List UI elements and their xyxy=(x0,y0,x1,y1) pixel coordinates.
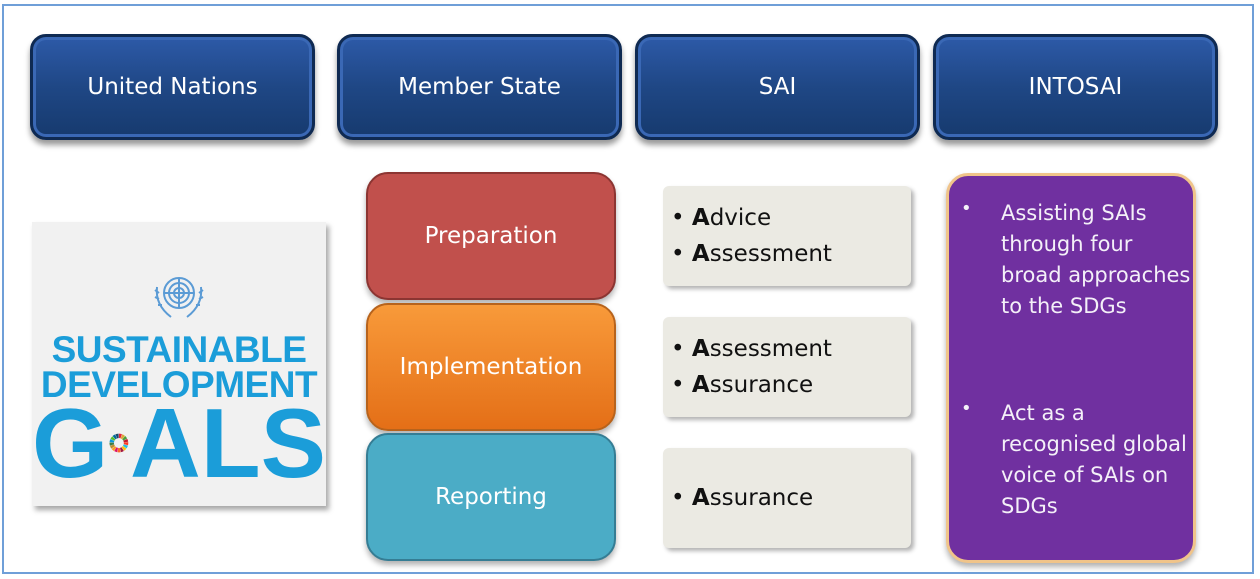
wheel-segment xyxy=(115,433,119,439)
sai-item-assurance: • Assurance xyxy=(671,372,814,398)
wheel-segment xyxy=(117,447,121,453)
sai-item-assessment: • Assessment xyxy=(671,336,832,362)
stage-reporting: Reporting xyxy=(366,433,616,561)
un-emblem-icon xyxy=(154,277,204,318)
bullet: • xyxy=(961,398,972,419)
wheel-segment xyxy=(110,436,116,441)
header-intosai: INTOSAI xyxy=(933,34,1218,140)
logo-goals: G ALS xyxy=(32,394,326,492)
wheel-segment xyxy=(123,442,129,446)
logo-development: DEVELOPMENT xyxy=(40,364,318,405)
sdg-logo: SUSTAINABLE DEVELOPMENT G ALS xyxy=(32,222,326,506)
bullet: • xyxy=(961,198,972,219)
wheel-segment xyxy=(121,445,127,451)
logo-goals-als: ALS xyxy=(130,388,326,498)
sdg-color-wheel-icon xyxy=(109,433,129,453)
wheel-segment xyxy=(114,447,119,453)
intosai-point-text: Assisting SAIs through four broad approa… xyxy=(1001,201,1191,318)
sai-item-advice: • Advice xyxy=(671,205,772,231)
intosai-box: • Assisting SAIs through four broad appr… xyxy=(946,173,1196,563)
wheel-segment xyxy=(110,444,116,449)
wheel-segment xyxy=(112,434,118,440)
header-united-nations: United Nations xyxy=(30,34,315,140)
intosai-point-2: • Act as a recognised global voice of SA… xyxy=(961,398,1191,522)
intosai-point-1: • Assisting SAIs through four broad appr… xyxy=(961,198,1191,322)
wheel-segment xyxy=(111,446,117,451)
sai-item-assessment: • Assessment xyxy=(671,241,832,267)
wheel-segment xyxy=(120,447,125,453)
wheel-segment xyxy=(120,434,126,440)
sai-box-implementation: • Assessment • Assurance xyxy=(663,317,911,417)
sai-item-assurance: • Assurance xyxy=(671,485,814,511)
intosai-point-text: Act as a recognised global voice of SAIs… xyxy=(1001,401,1187,518)
header-member-state: Member State xyxy=(337,34,622,140)
logo-sustainable: SUSTAINABLE xyxy=(51,329,307,370)
stage-implementation: Implementation xyxy=(366,303,616,431)
wheel-segment xyxy=(122,436,128,441)
sai-box-preparation: • Advice • Assessment xyxy=(663,186,911,286)
wheel-segment xyxy=(119,433,123,439)
wheel-segment xyxy=(123,438,129,443)
stage-preparation: Preparation xyxy=(366,172,616,300)
wheel-segment xyxy=(109,439,115,443)
wheel-segment xyxy=(109,442,115,446)
logo-goals-g: G xyxy=(32,388,109,498)
header-sai: SAI xyxy=(635,34,920,140)
wheel-segment xyxy=(123,444,129,449)
sai-box-reporting: • Assurance xyxy=(663,448,911,548)
